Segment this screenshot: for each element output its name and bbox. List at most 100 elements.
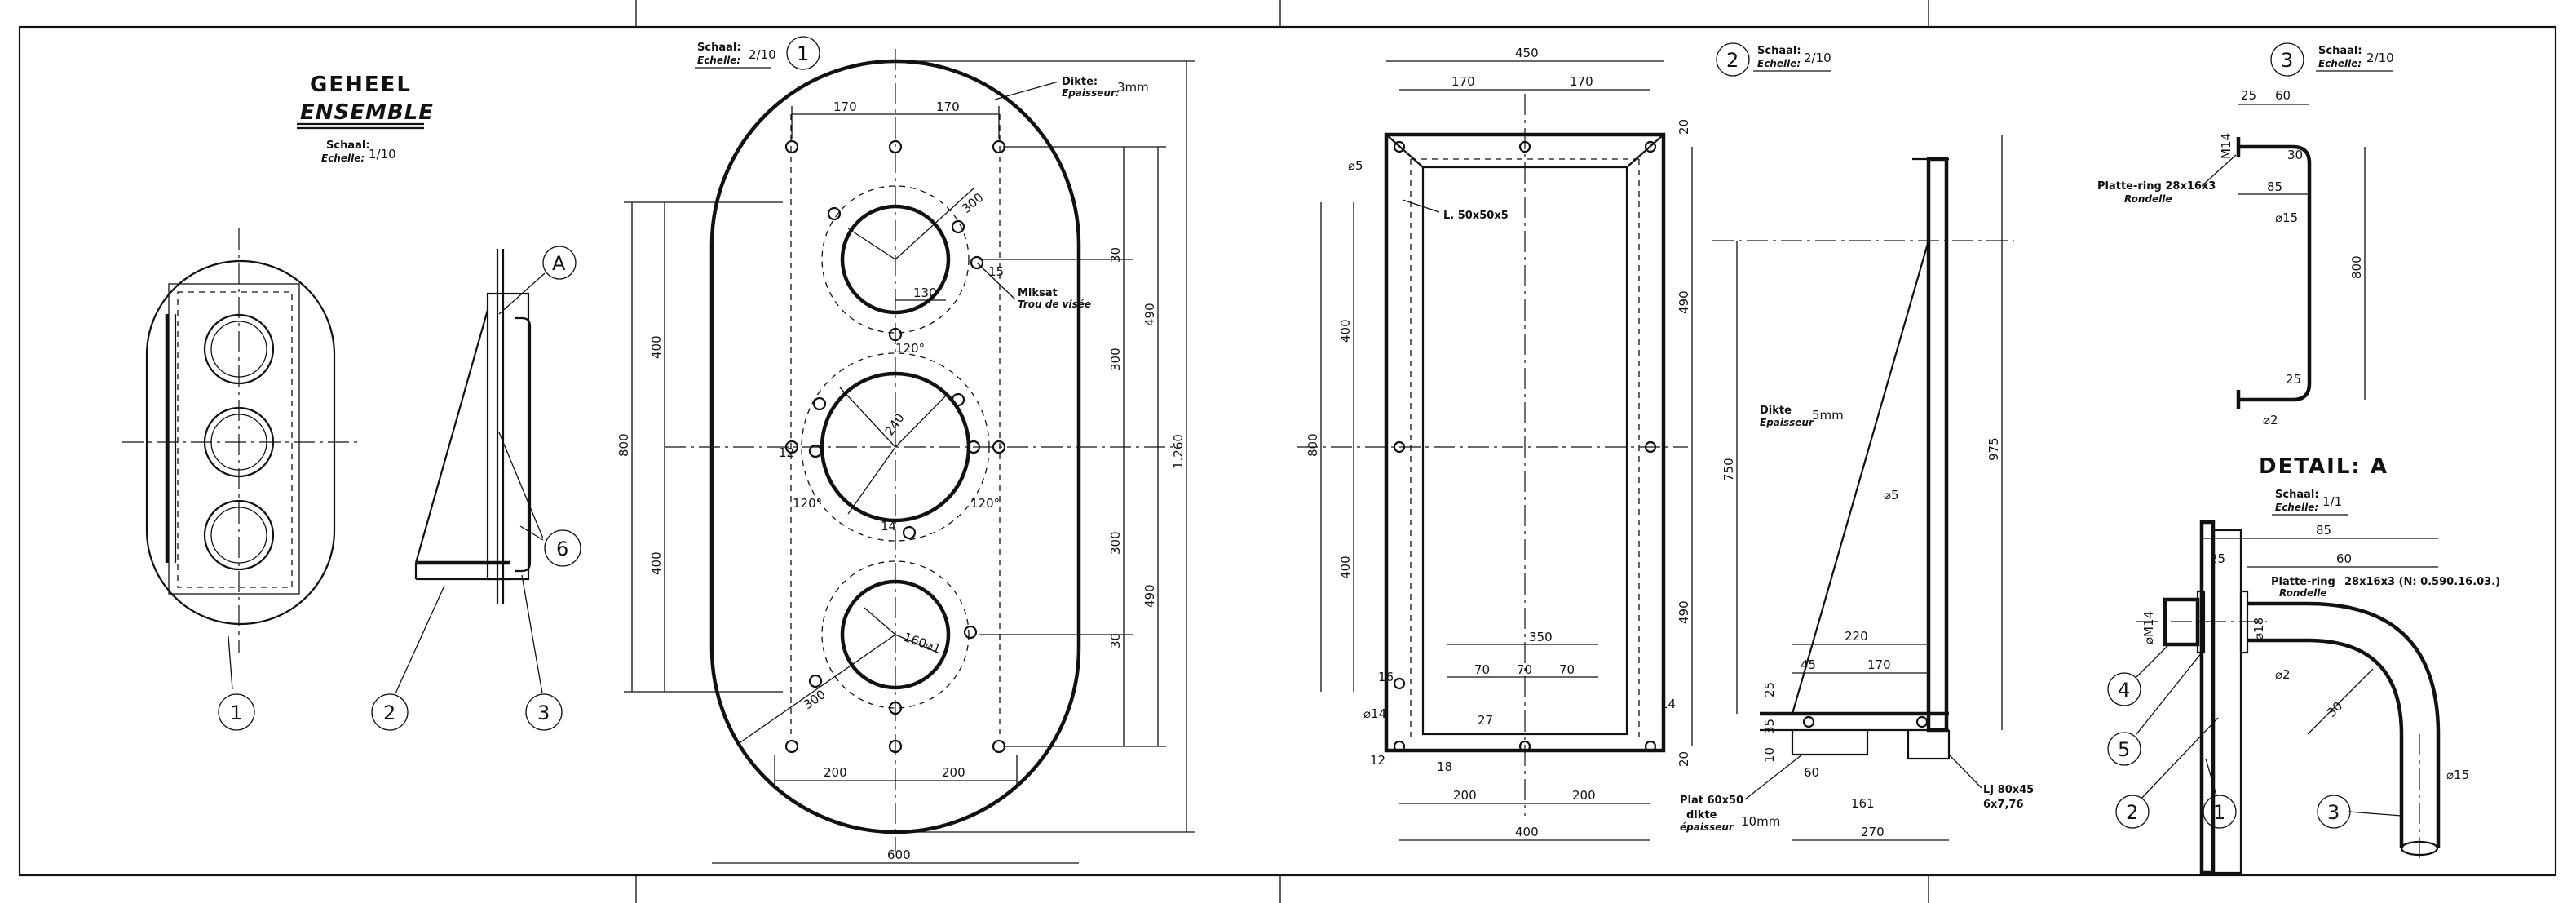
channel-sub-label: 6x7,76 [1983, 799, 2024, 811]
bolt-hole [1393, 677, 1406, 690]
flat-thickness-nl: dikte [1686, 809, 1717, 821]
view-number-label: 3 [2281, 49, 2293, 72]
hole-mid-pitch [801, 352, 990, 542]
dim-label: 220 [1845, 629, 1868, 644]
bolt-hole [888, 739, 903, 754]
radius-line [895, 187, 975, 260]
marker-1-detail [2203, 795, 2237, 829]
frame-scale-fr: Echelle: [1757, 58, 1801, 69]
dim-label: 170 [833, 100, 857, 114]
bar-scale-nl: Schaal: [2318, 45, 2362, 57]
dim-label: 490 [1142, 303, 1157, 326]
plate-view: Schaal: Echelle: 2/10 1 Dikte: Epaisseur… [616, 36, 1195, 864]
dim-label: 490 [1677, 290, 1691, 314]
miter-label-nl: Miksat [1018, 287, 1058, 299]
marker-6 [544, 529, 581, 567]
marker-2-detail [2115, 795, 2150, 829]
leader-1 [228, 635, 233, 690]
ring-spec: 28x16x3 (N: 0.590.16.03.) [2344, 576, 2500, 588]
detail-a: DETAIL: A Schaal: Echelle: 1/1 85 60 25 … [2107, 454, 2500, 875]
dim-label: 20 [1677, 751, 1691, 767]
bracket-diagonal [1791, 240, 1930, 715]
flat-thickness-fr: épaisseur [1680, 821, 1734, 833]
dim-label: ⌀14 [1363, 706, 1386, 721]
view-number-3 [2270, 42, 2304, 77]
dim-label: 300 [959, 190, 987, 216]
plate-thickness-nl: Dikte: [1062, 76, 1098, 88]
dim-label: 1.260 [1171, 434, 1186, 469]
side-bent-bar [515, 316, 532, 573]
detail-scale-fr: Echelle: [2275, 502, 2318, 513]
flat-thickness-value: 10mm [1741, 814, 1780, 829]
marker-label: 4 [2118, 679, 2130, 702]
dim-label: 60 [1804, 765, 1819, 780]
marker-3-detail [2317, 795, 2351, 829]
dim-label: 25 [2241, 88, 2256, 103]
thickness-label-fr: Epaisseur [1760, 417, 1814, 428]
channel-section [1907, 730, 1951, 760]
ring-leader [2201, 154, 2237, 187]
view-number-label: 2 [1726, 49, 1739, 72]
dim-label: ⌀M14 [2141, 611, 2156, 644]
hole-small-bot [203, 499, 275, 571]
dim-label: ⌀5 [1884, 488, 1899, 502]
plate-thickness-fr: Epaisseur: [1062, 87, 1120, 99]
dim-label: ⌀15 [2275, 210, 2298, 225]
marker-label: A [552, 252, 566, 275]
bolt-hole [902, 525, 917, 540]
dim-label: 10 [1762, 747, 1777, 763]
dim-label: ⌀18 [2251, 617, 2266, 640]
ensemble-scale-fr: Echelle: [321, 153, 365, 164]
marker-label: 2 [383, 702, 395, 724]
dim-label: 490 [1142, 584, 1157, 608]
detail-plate [2199, 520, 2216, 875]
ring-label-nl: Platte-ring 28x16x3 [2097, 180, 2216, 193]
flat-section [1791, 730, 1869, 756]
bolt-hole [888, 327, 903, 342]
dim-label: 400 [649, 335, 664, 359]
dim-label: 85 [2267, 179, 2282, 194]
bar-scale-value: 2/10 [2366, 51, 2394, 65]
plate-scale-value: 2/10 [749, 47, 776, 62]
dim-label: 15 [988, 264, 1004, 279]
dim-label: ⌀2 [2275, 667, 2291, 682]
dim-label: 200 [824, 765, 847, 780]
dim-label: 25 [2210, 551, 2225, 566]
corner-miter [1626, 134, 1664, 168]
hole-bot [840, 579, 951, 690]
dim-label: 170 [1867, 657, 1891, 672]
radius-line [895, 395, 947, 448]
radius-line [737, 634, 896, 745]
bolt-hole [951, 219, 965, 234]
dim-label: 30 [2287, 148, 2303, 162]
leader-5 [2136, 652, 2203, 735]
dim-label: 200 [1572, 788, 1596, 803]
bolt-hole [963, 625, 978, 640]
frame-scale-nl: Schaal: [1757, 45, 1801, 57]
bolt-hole [992, 440, 1006, 454]
bent-bar [2238, 144, 2312, 402]
dim-label: 160⌀1 [902, 630, 943, 657]
channel-label: LJ 80x45 [1983, 784, 2034, 796]
plate-scale-nl: Schaal: [697, 42, 741, 54]
plate-thickness-value: 3mm [1117, 80, 1149, 95]
detail-bent-bar [2247, 638, 2404, 848]
dim-label: 200 [1453, 788, 1477, 803]
detail-bent-bar [2247, 601, 2441, 848]
dim-label: 800 [2349, 255, 2364, 279]
dim-label: 45 [1801, 657, 1816, 672]
leader-2-detail [2140, 717, 2219, 800]
side-upright [1926, 157, 1949, 733]
dim-label: 60 [2336, 551, 2352, 566]
bolt-hole [784, 139, 799, 154]
dim-label: 14 [1660, 697, 1676, 711]
flat-bar-label: Plat 60x50 [1680, 795, 1743, 807]
dim-label: 400 [1338, 319, 1353, 343]
bolt-hole [1393, 440, 1406, 454]
dim-label: 400 [649, 551, 664, 575]
bolt-hole [784, 440, 799, 454]
miter-leader [976, 262, 1016, 300]
dim-label: 30 [1108, 633, 1123, 648]
marker-5 [2107, 732, 2141, 766]
